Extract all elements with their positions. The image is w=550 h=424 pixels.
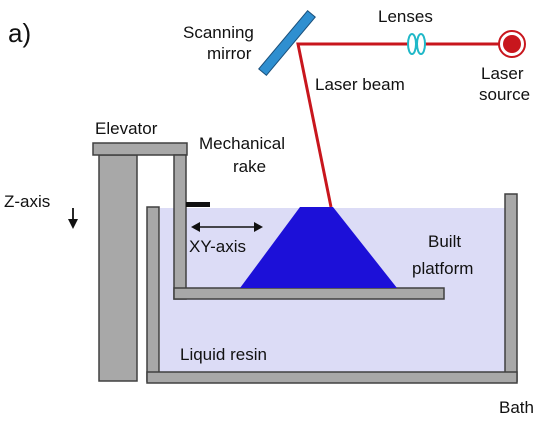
elevator-label: Elevator <box>95 119 158 138</box>
elevator-arm <box>173 154 187 300</box>
mechanical-rake-label-2: rake <box>233 157 266 176</box>
bath-label: Bath <box>499 398 534 417</box>
xy-axis-label: XY-axis <box>189 237 246 256</box>
bath-left-wall <box>146 206 160 382</box>
scanning-mirror-label-2: mirror <box>207 44 252 63</box>
z-arrowhead <box>68 219 78 229</box>
elevator-column <box>98 154 138 382</box>
scanning-mirror-label-1: Scanning <box>183 23 254 42</box>
lens-1 <box>407 33 417 55</box>
laser-beam-label: Laser beam <box>315 75 405 94</box>
built-platform-plate <box>173 287 445 300</box>
mechanical-rake-label-1: Mechanical <box>199 134 285 153</box>
built-platform-label-1: Built <box>428 232 461 251</box>
bath-floor <box>146 371 518 384</box>
bath-right-wall <box>504 193 518 382</box>
printed-part <box>240 207 397 288</box>
liquid-resin-label: Liquid resin <box>180 345 267 364</box>
lenses-label: Lenses <box>378 7 433 26</box>
elevator-top-bar <box>92 142 188 156</box>
scanning-mirror <box>258 9 316 77</box>
laser-source-label-1: Laser <box>481 64 524 83</box>
lens-2 <box>416 33 426 55</box>
xy-arrowhead-right <box>254 222 263 232</box>
mechanical-rake <box>186 202 210 207</box>
laser-source-label-2: source <box>479 85 530 104</box>
z-axis-label: Z-axis <box>4 192 50 211</box>
xy-arrowhead-left <box>191 222 200 232</box>
laser-source-inner <box>503 35 521 53</box>
laser-beam <box>296 42 512 208</box>
built-platform-label-2: platform <box>412 259 473 278</box>
panel-label: a) <box>8 18 31 48</box>
